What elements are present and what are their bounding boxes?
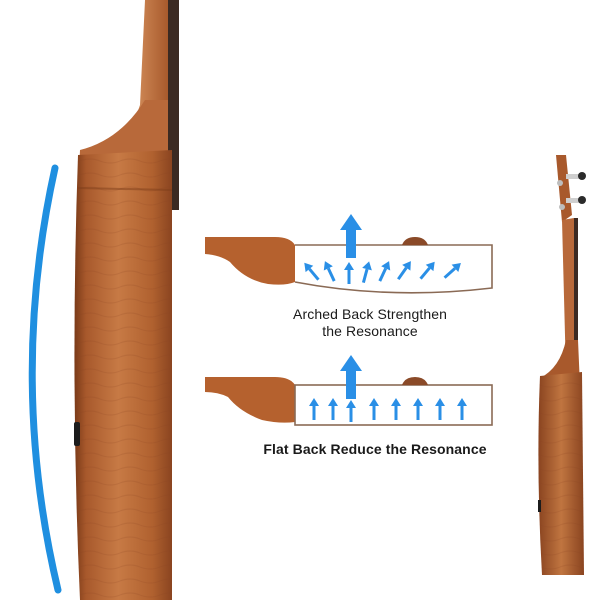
arrow-up-icon [391,398,401,420]
flat-back-caption: Flat Back Reduce the Resonance [240,441,510,458]
flat-neck-block [205,377,295,423]
arched-arrows [304,214,461,284]
arrow-up-icon [309,398,319,420]
big-arrow-icon [340,214,362,258]
arched-back-curve [28,164,62,594]
arrow-up-icon [328,398,338,420]
big-arrow-icon [340,355,362,399]
arrow-up-icon [361,261,372,284]
arched-caption-line1: Arched Back Strengthen [293,306,447,322]
large-ukulele-fretboard [168,0,179,210]
arched-back-diagram [205,214,493,294]
flat-caption-text: Flat Back Reduce the Resonance [263,441,487,457]
arrow-up-icon [369,398,379,420]
arrow-up-icon [413,398,423,420]
flat-bridge [402,377,428,385]
flat-back-diagram [205,355,493,426]
arrow-up-icon [378,261,391,282]
arrow-up-icon [346,400,356,422]
arrow-up-icon [419,261,435,280]
arched-body-outline [294,244,493,294]
arched-neck-block [205,237,295,285]
arrow-up-icon [397,261,411,281]
arrow-up-icon [443,262,461,279]
arched-bridge [402,237,428,245]
arched-back-caption: Arched Back Strengthen the Resonance [270,306,470,340]
large-ukulele [74,0,179,600]
small-ukulele-headstock [556,155,572,222]
arrow-up-icon [323,261,336,282]
arrow-up-icon [457,398,467,420]
tuning-peg-icon [557,172,586,210]
flat-arrows [309,355,467,422]
arrow-up-icon [435,398,445,420]
arched-caption-line2: the Resonance [322,323,418,339]
strap-button [74,422,80,446]
small-ukulele [538,155,586,575]
arrow-up-icon [344,262,354,284]
small-ukulele-fretboard [574,218,578,373]
arrow-up-icon [304,262,320,281]
